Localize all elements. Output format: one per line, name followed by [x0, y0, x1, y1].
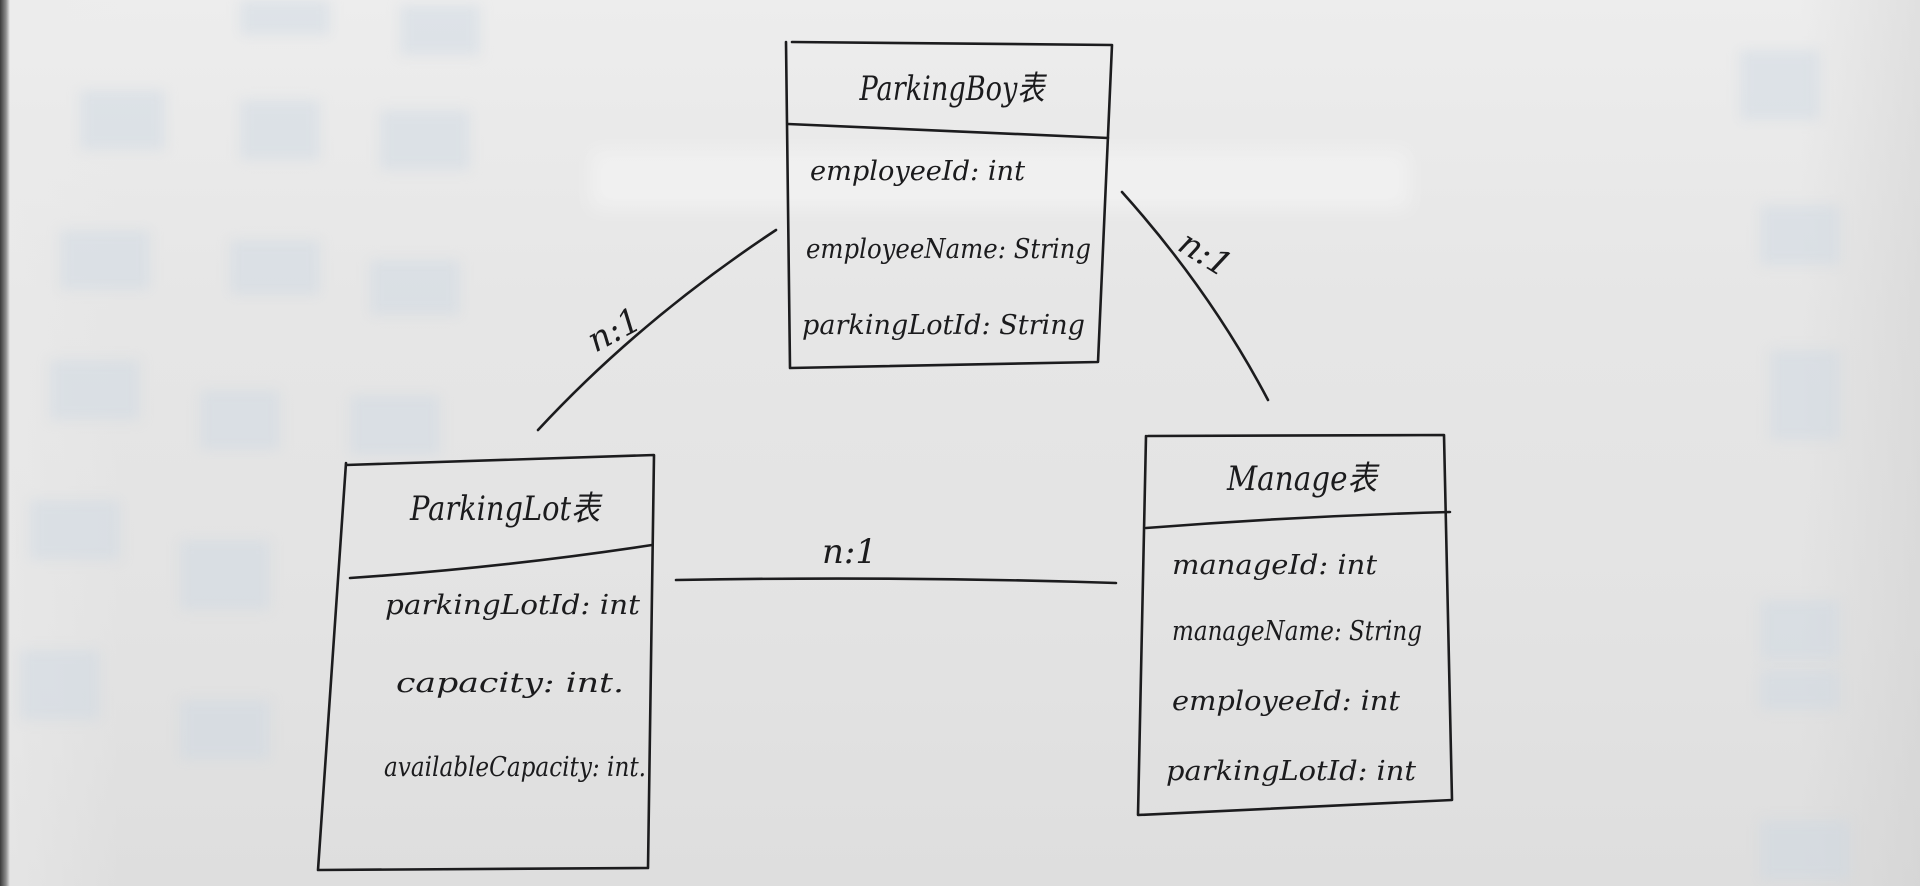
- glare-patch: [30, 500, 120, 560]
- field-row: capacity: int.: [396, 668, 624, 699]
- glare-patch: [1760, 670, 1840, 710]
- glare-patch: [1760, 820, 1850, 880]
- relationship-line: [1120, 190, 1270, 402]
- glare-patch: [180, 700, 270, 760]
- glare-patch: [350, 395, 440, 455]
- field-row: parkingLotId: int: [1166, 756, 1416, 787]
- table-border: [1136, 433, 1454, 817]
- table-manage: Manage表 manageId: int manageName: String…: [1136, 433, 1454, 817]
- relationship-parkinglot-manage: n:1: [674, 532, 1118, 585]
- glare-patch: [240, 100, 320, 160]
- glare-patch: [230, 240, 320, 295]
- relationship-parkingboy-manage: n:1: [1120, 190, 1270, 402]
- glare-patch: [1740, 50, 1820, 120]
- glare-patch: [60, 230, 150, 290]
- glare-patch: [370, 260, 460, 315]
- table-parkingboy: ParkingBoy表 employeeId: int employeeName…: [784, 40, 1114, 370]
- glare-patch: [380, 110, 470, 170]
- glare-patch: [50, 360, 140, 420]
- glare-patch: [240, 0, 330, 35]
- field-row: parkingLotId: int: [385, 590, 640, 621]
- field-row: manageName: String: [1172, 616, 1422, 647]
- glare-patch: [200, 390, 280, 450]
- glare-band: [590, 150, 1410, 210]
- relationship-label: n:1: [1171, 223, 1239, 286]
- field-row: availableCapacity: int.: [384, 752, 646, 783]
- relationship-label: n:1: [581, 300, 648, 361]
- table-border: [316, 453, 656, 872]
- table-header-divider: [786, 122, 1110, 140]
- field-row: employeeId: int: [1172, 686, 1400, 717]
- relationship-parkinglot-parkingboy: n:1: [536, 228, 778, 432]
- glare-patch: [1770, 350, 1840, 440]
- glare-patch: [400, 5, 480, 55]
- glare-patch: [20, 650, 100, 720]
- glare-patch: [1760, 600, 1840, 660]
- table-header-divider: [348, 543, 654, 580]
- relationship-line: [674, 577, 1118, 585]
- field-row: employeeName: String: [806, 234, 1091, 265]
- table-title: Manage表: [1226, 459, 1380, 499]
- table-title: ParkingLot表: [409, 489, 603, 529]
- desk-edge: [0, 0, 10, 886]
- field-row: parkingLotId: String: [802, 310, 1085, 341]
- relationship-label: n:1: [822, 532, 877, 572]
- table-title: ParkingBoy表: [859, 69, 1048, 109]
- field-row: employeeId: int: [810, 156, 1025, 187]
- table-border: [784, 40, 1114, 370]
- table-parkinglot: ParkingLot表 parkingLotId: int capacity: …: [316, 453, 656, 872]
- glare-patch: [1760, 205, 1840, 265]
- field-row: manageId: int: [1172, 550, 1377, 581]
- glare-patch: [180, 540, 270, 610]
- relationship-line: [536, 228, 778, 432]
- table-header-divider: [1144, 510, 1452, 530]
- glare-patch: [80, 90, 165, 150]
